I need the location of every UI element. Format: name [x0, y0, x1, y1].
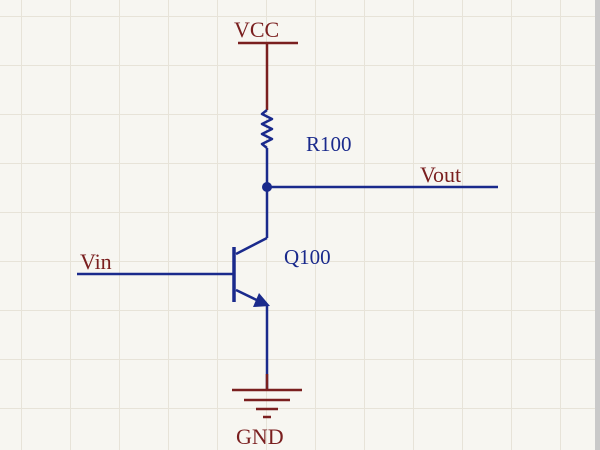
collector-lead	[235, 236, 268, 256]
right-edge-border	[595, 0, 600, 450]
resistor-label: R100	[306, 132, 352, 156]
resistor-r100	[260, 109, 274, 149]
vcc-label: VCC	[234, 17, 280, 42]
vout-label: Vout	[420, 162, 462, 187]
gnd-label: GND	[236, 424, 284, 449]
emitter-arrow	[253, 293, 270, 307]
transistor-label: Q100	[284, 245, 331, 269]
vin-label: Vin	[80, 249, 112, 274]
